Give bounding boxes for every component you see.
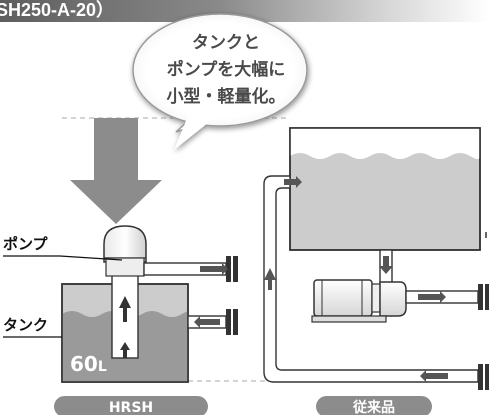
tank-volume: 60L <box>70 352 107 376</box>
loop-arrow-right <box>284 176 302 188</box>
loop-arrow-up <box>264 268 276 290</box>
callout-line-3: 小型・軽量化。 <box>167 86 286 107</box>
callout-line-1: タンクと <box>192 33 260 53</box>
conventional-outlet-pipe <box>405 284 489 310</box>
hrsh-up-arrow-bottom <box>120 342 130 358</box>
svg-text:従来品: 従来品 <box>352 399 395 415</box>
outlet-arrow-right <box>418 291 446 303</box>
tank-label-group: タンク <box>3 316 62 338</box>
callout-line-2: ポンプを大幅に <box>167 59 286 80</box>
header-bar: SH250-A-20） <box>0 0 489 22</box>
big-down-arrow <box>70 118 162 224</box>
callout-bubble <box>132 13 308 150</box>
pump-label-group: ポンプ <box>3 235 123 261</box>
loop-arrow-left <box>420 370 448 382</box>
conventional-tank <box>289 127 481 251</box>
badge-hrsh: HRSH <box>54 396 208 415</box>
hrsh-outlet-pipe <box>143 256 238 282</box>
conventional-return-loop <box>263 175 489 390</box>
hrsh-return-pipe <box>187 309 238 335</box>
down-arrow <box>379 256 393 274</box>
return-arrow <box>194 316 220 328</box>
badge-conventional: 従来品 <box>316 396 432 415</box>
hrsh-pump <box>103 225 147 359</box>
conventional-down-pipe <box>379 249 393 285</box>
pump-label: ポンプ <box>3 235 49 253</box>
outlet-arrow <box>200 263 228 275</box>
conventional-water-surface <box>290 128 480 159</box>
header-title: SH250-A-20） <box>0 0 115 20</box>
tank-label: タンク <box>3 316 48 334</box>
hrsh-up-arrow <box>119 296 131 322</box>
conventional-pump-motor <box>311 279 407 323</box>
svg-text:HRSH: HRSH <box>109 400 153 415</box>
